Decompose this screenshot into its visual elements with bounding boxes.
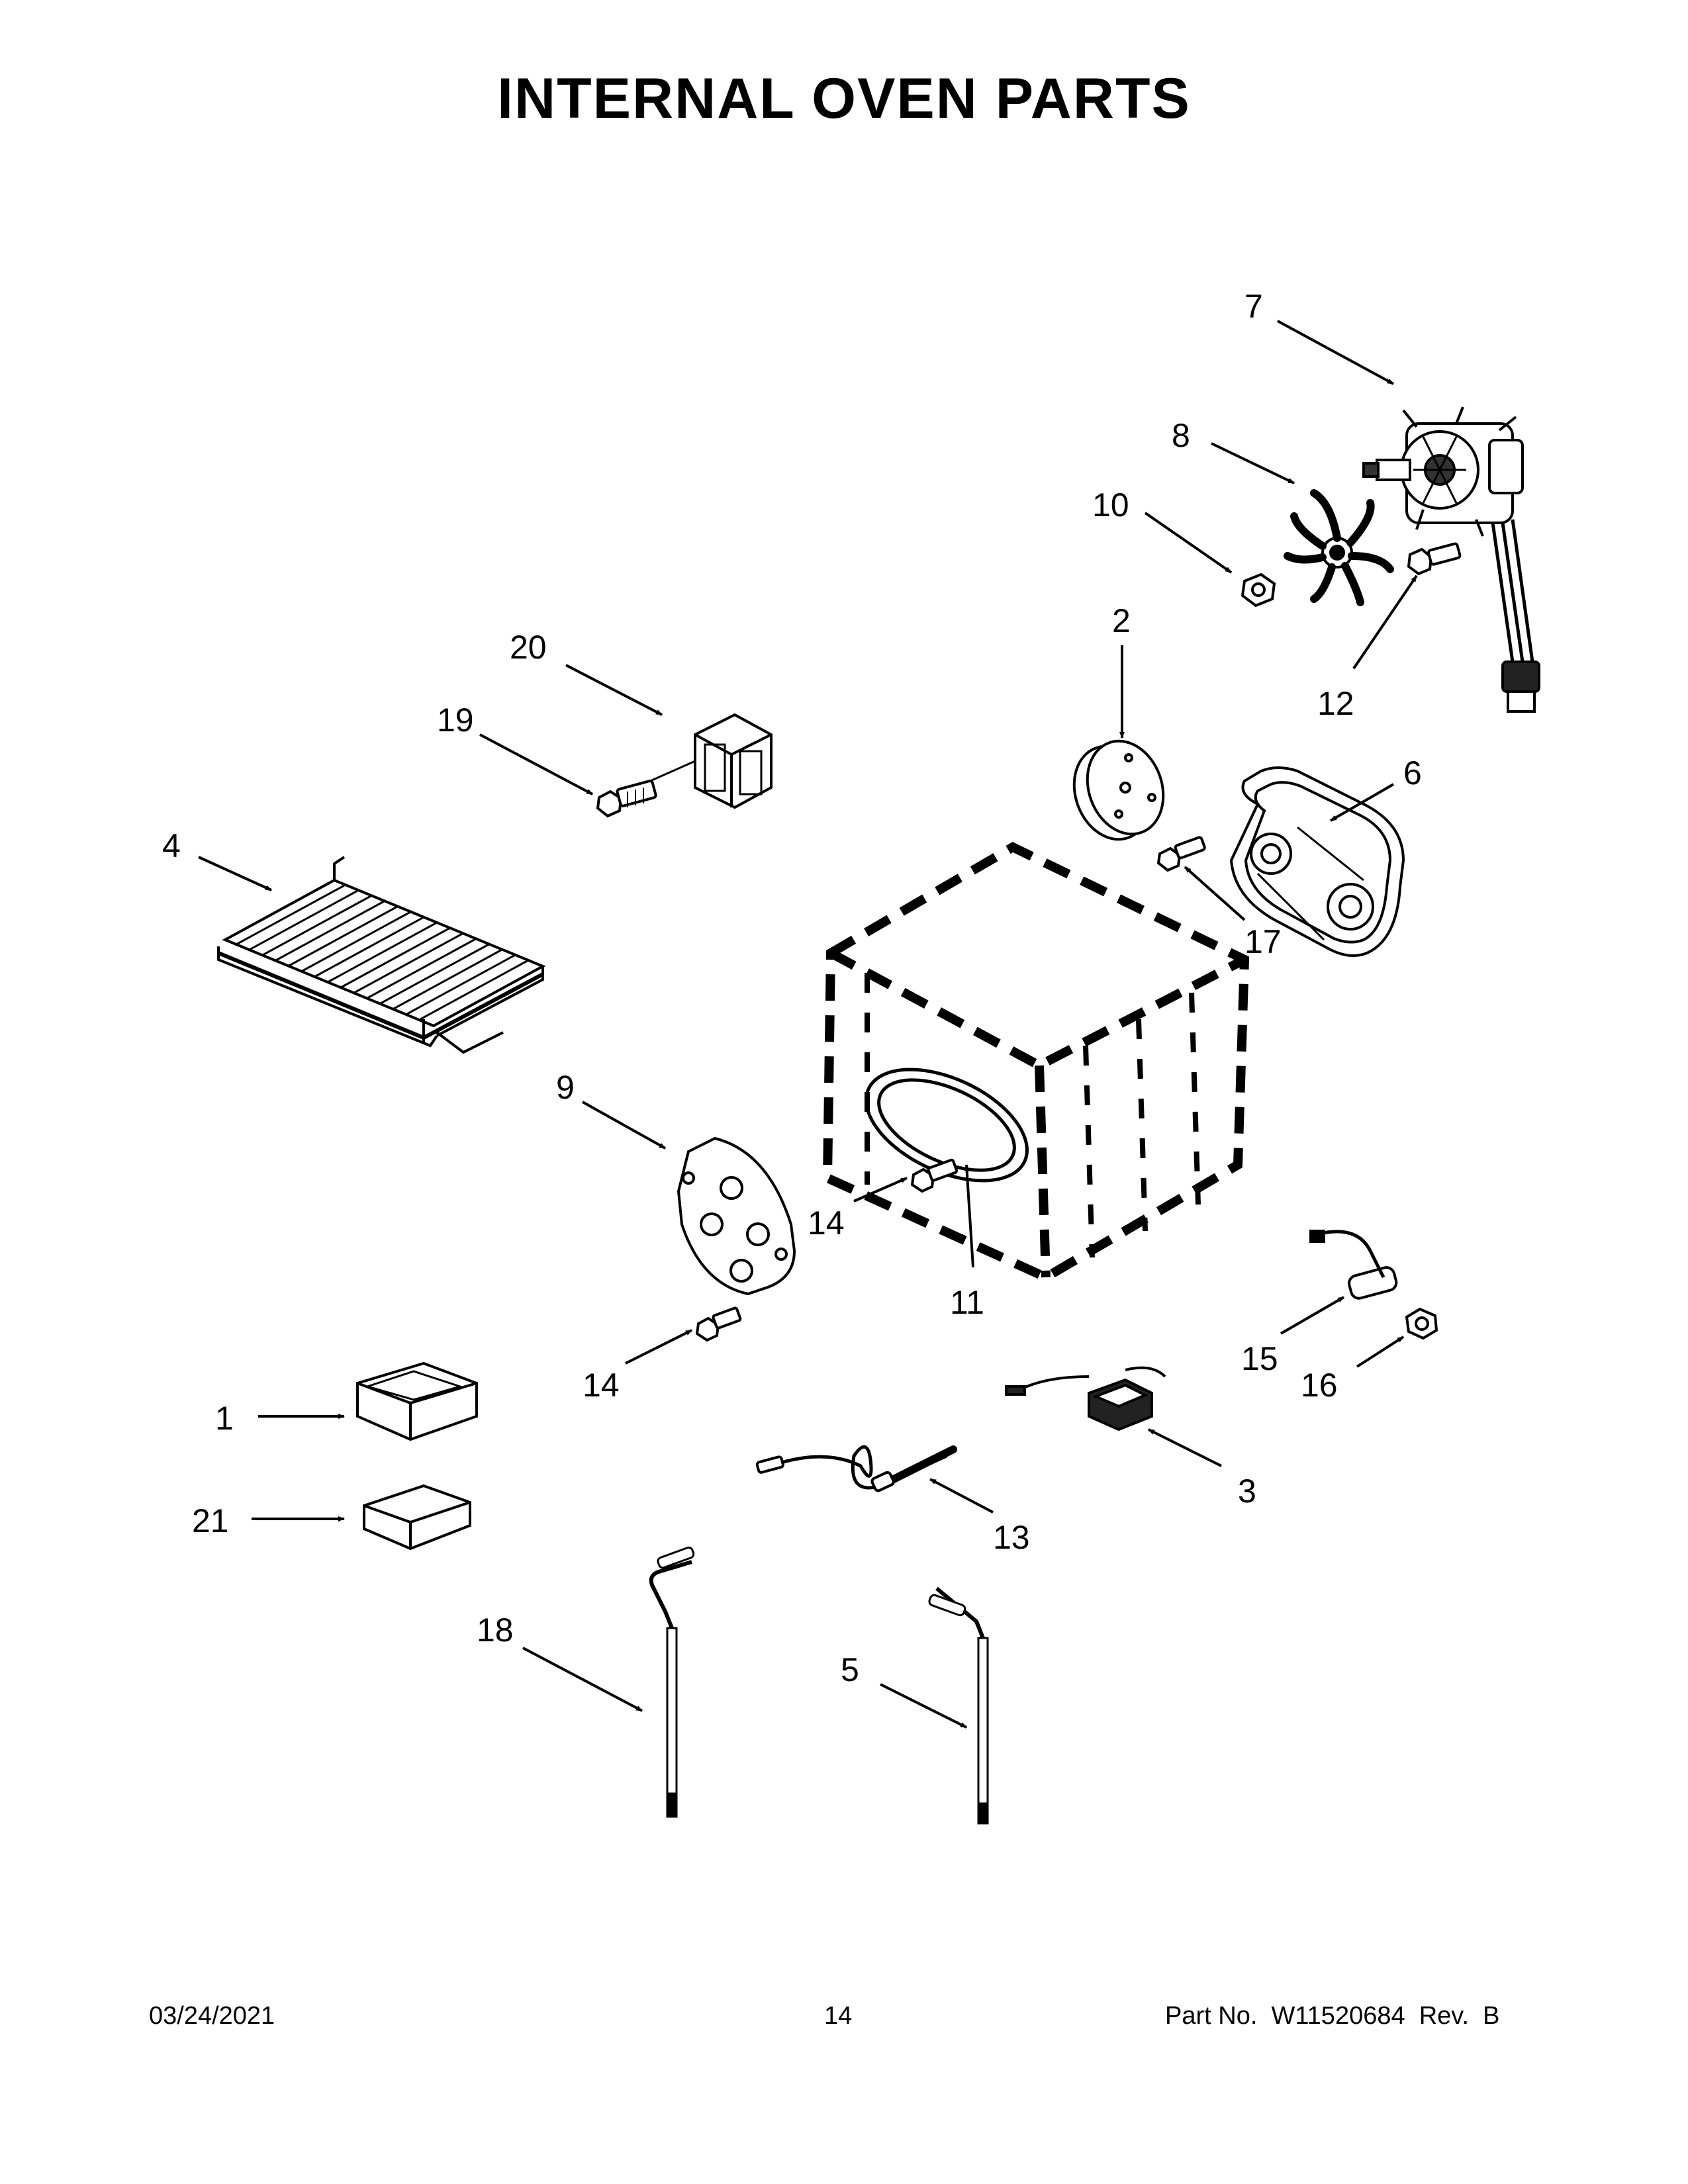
part-14-screw-a (910, 1158, 959, 1193)
part-1-drip-tray (356, 1361, 478, 1441)
part-7-fan-motor (1362, 406, 1540, 713)
part-8-fan-blade (1284, 489, 1394, 606)
callout-2: 2 (1112, 602, 1131, 639)
callout-6: 6 (1403, 754, 1422, 792)
part-5-heating-element (928, 1586, 989, 1825)
part-12-screw (1407, 542, 1462, 576)
callout-21: 21 (192, 1502, 229, 1539)
callout-10: 10 (1092, 486, 1129, 523)
part-13-meat-probe (755, 1445, 957, 1492)
part-15-sensor (1309, 1230, 1398, 1300)
callout-15: 15 (1241, 1340, 1278, 1377)
callout-17: 17 (1244, 923, 1282, 960)
part-2-disc (1072, 739, 1165, 841)
callout-labels: 7 8 10 2 12 6 17 20 19 4 9 14 11 14 15 1… (162, 288, 1422, 1688)
footer-page-number: 14 (824, 2002, 853, 2030)
callout-7: 7 (1244, 288, 1263, 325)
callout-5: 5 (841, 1651, 859, 1688)
part-19-screw (596, 780, 657, 818)
part-14-screw-b (695, 1306, 742, 1342)
part-4-oven-rack (217, 856, 546, 1054)
part-10-nut (1241, 572, 1276, 608)
callout-14-lower: 14 (583, 1367, 620, 1404)
part-3-probe-receptacle (1005, 1366, 1166, 1432)
callout-18: 18 (477, 1612, 514, 1649)
footer-date: 03/24/2021 (149, 2002, 275, 2030)
callout-arrows (198, 320, 1418, 1729)
callout-16: 16 (1301, 1367, 1338, 1404)
part-17-screw (1156, 836, 1206, 872)
callout-4: 4 (162, 827, 181, 864)
callout-13: 13 (993, 1519, 1030, 1556)
part-16-nut (1405, 1307, 1438, 1340)
oven-cavity-element (865, 1068, 1029, 1183)
callout-3: 3 (1238, 1473, 1256, 1510)
callout-19: 19 (437, 702, 474, 739)
callout-11: 11 (950, 1284, 984, 1321)
part-21-insulation-block (363, 1484, 471, 1551)
callout-1: 1 (215, 1400, 234, 1437)
part-18-heating-element (649, 1546, 695, 1818)
oven-cavity (822, 842, 1250, 1283)
callout-14-upper: 14 (808, 1205, 845, 1242)
callout-8: 8 (1172, 417, 1190, 454)
part-9-gasket-plate (677, 1136, 796, 1296)
part-6-fan-cover (1229, 766, 1405, 957)
footer-part-number: Part No. W11520684 Rev. B (1165, 2002, 1500, 2030)
page-title: INTERNAL OVEN PARTS (497, 67, 1191, 130)
callout-12: 12 (1317, 685, 1354, 722)
callout-9: 9 (556, 1069, 575, 1106)
callout-20: 20 (510, 629, 547, 666)
